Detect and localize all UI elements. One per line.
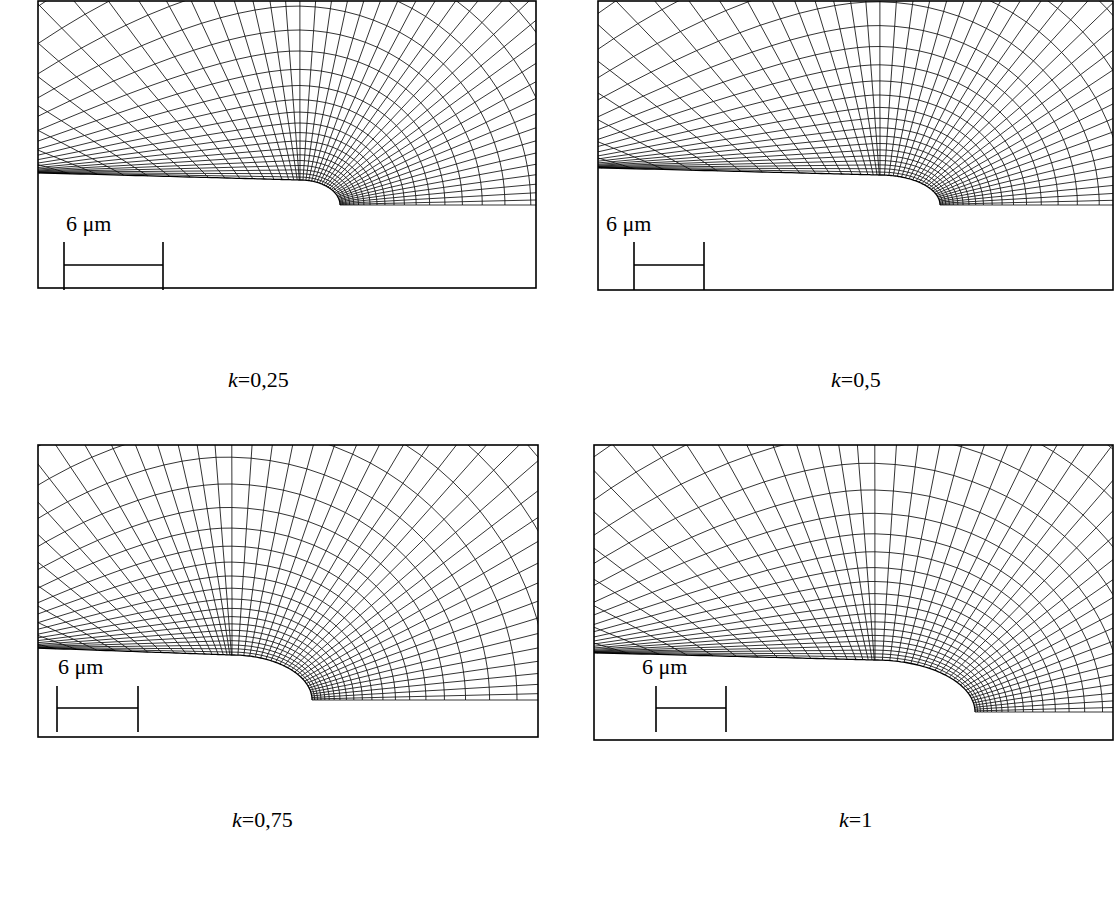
notch-boundary (594, 652, 975, 712)
panel-frames (38, 1, 1113, 740)
case-label: k=0,75 (232, 808, 293, 832)
scale-label: 6 μm (606, 212, 651, 236)
case-label: k=0,5 (831, 368, 881, 392)
mesh-lines (38, 1, 536, 205)
mesh-lines (38, 445, 538, 700)
scale-label: 6 μm (66, 212, 111, 236)
fe-mesh (0, 0, 1114, 712)
notch-boundary (38, 647, 312, 700)
mesh-panel (38, 445, 538, 700)
case-label: k=1 (839, 808, 872, 832)
scale-label: 6 μm (58, 655, 103, 679)
mesh-lines (594, 445, 1113, 712)
mesh-panel (594, 445, 1113, 712)
case-label: k=0,25 (228, 368, 289, 392)
notch-boundary (38, 172, 340, 205)
scale-bars (57, 242, 726, 732)
notch-boundary (598, 167, 940, 205)
mesh-lines (598, 1, 1113, 205)
mesh-panel (38, 1, 536, 205)
mesh-panel (598, 1, 1113, 205)
scale-label: 6 μm (642, 655, 687, 679)
